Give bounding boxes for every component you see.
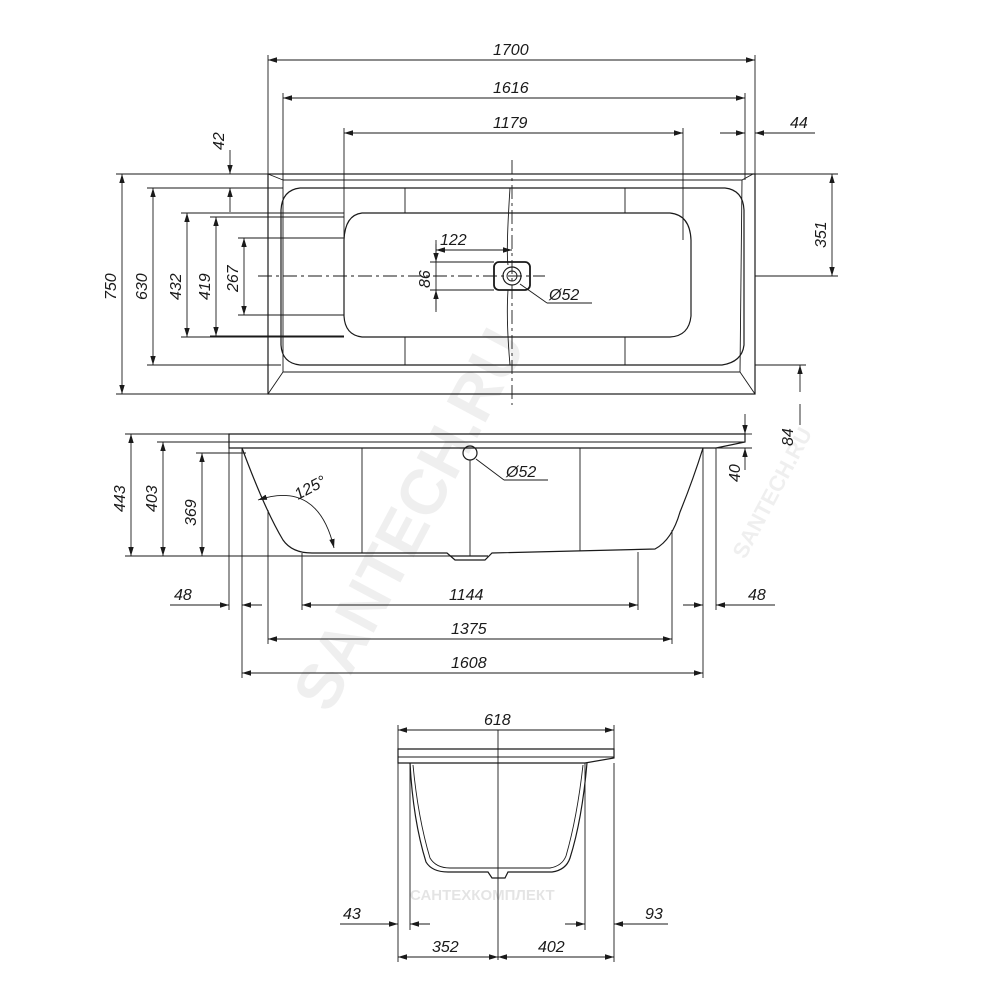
end-inner-contour (412, 764, 584, 869)
watermark-group: SANTECH.RU SANTECH.RU САНТЕХКОМПЛЕКТ (279, 317, 817, 904)
dim-label-403: 403 (144, 485, 161, 512)
side-view: Ø52 125° 443 403 369 40 4 (112, 414, 775, 678)
drain-icon (502, 266, 522, 286)
top-panel-lines (404, 188, 626, 365)
top-bottom-panel (343, 212, 692, 338)
dim-label-drain-dia: Ø52 (548, 287, 579, 304)
watermark-small: SANTECH.RU (727, 423, 817, 562)
overflow-icon (462, 445, 478, 461)
dim-label-419: 419 (197, 273, 214, 300)
dim-label-351: 351 (813, 221, 830, 248)
dim-label-122: 122 (440, 232, 467, 249)
side-panel-lines (361, 448, 581, 553)
dim-label-93: 93 (645, 906, 663, 923)
end-rim (397, 748, 615, 764)
drain-inner (506, 270, 518, 282)
top-view: 1700 1616 1179 44 42 351 750 (103, 42, 838, 446)
dim-label-1375: 1375 (451, 621, 487, 638)
dim-label-angle: 125° (292, 473, 330, 504)
dim-label-48-left: 48 (174, 587, 192, 604)
dim-label-43: 43 (343, 906, 361, 923)
dim-label-1616: 1616 (493, 80, 529, 97)
dim-label-352: 352 (432, 939, 459, 956)
top-outer-rim (267, 173, 756, 395)
watermark-main: SANTECH.RU (279, 317, 540, 721)
angle-arc (257, 494, 335, 549)
end-view: 618 43 93 352 402 (340, 712, 668, 962)
drain-housing (493, 261, 531, 291)
dim-label-750: 750 (103, 273, 120, 300)
dim-label-40: 40 (727, 464, 744, 482)
dim-label-432: 432 (168, 273, 185, 300)
dim-label-42: 42 (211, 132, 228, 150)
dim-label-618: 618 (484, 712, 511, 729)
dim-label-1179: 1179 (493, 115, 528, 132)
dim-label-402: 402 (538, 939, 565, 956)
dim-label-369: 369 (183, 499, 200, 526)
dim-label-1144: 1144 (449, 587, 484, 604)
dim-label-48-right: 48 (748, 587, 766, 604)
top-basin-contour (280, 187, 745, 366)
watermark-brand: САНТЕХКОМПЛЕКТ (410, 887, 555, 904)
dim-label-1700: 1700 (493, 42, 529, 59)
dim-label-86: 86 (417, 270, 434, 288)
dim-label-267: 267 (225, 264, 242, 293)
dim-label-1608: 1608 (451, 655, 487, 672)
end-body (409, 762, 588, 879)
side-rim (228, 433, 746, 449)
dim-label-630: 630 (134, 273, 151, 300)
dim-label-overflow-dia: Ø52 (505, 464, 536, 481)
dim-label-44: 44 (790, 115, 808, 132)
dim-label-84: 84 (780, 428, 797, 446)
dim-label-443: 443 (112, 485, 129, 512)
